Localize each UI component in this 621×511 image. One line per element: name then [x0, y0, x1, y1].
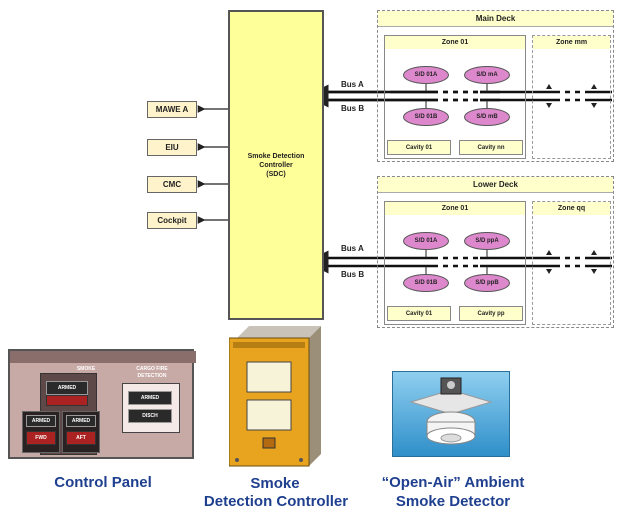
lower-detector-01b: S/D 01B: [403, 274, 449, 292]
sdc-label-line3: (SDC): [266, 170, 286, 178]
caption-detector-line1: “Open-Air” Ambient: [381, 474, 525, 491]
lower-detector-ppb: S/D ppB: [464, 274, 510, 292]
main-cavity-nn: Cavity nn: [459, 140, 523, 155]
main-bus-a-label: Bus A: [341, 80, 364, 89]
main-zone-mm: Zone mm: [532, 35, 611, 159]
panel-fwd-label: FWD: [35, 435, 47, 441]
panel-button-armed-right[interactable]: ARMED: [128, 391, 172, 405]
main-bus-b-label: Bus B: [341, 104, 365, 113]
panel-button-aft-armed[interactable]: ARMED: [66, 415, 96, 427]
output-cockpit: Cockpit: [147, 212, 197, 229]
panel-aft-label: AFT: [76, 435, 86, 441]
panel-button-smoke[interactable]: [46, 395, 88, 406]
lower-zone-qq-title: Zone qq: [533, 202, 610, 215]
panel-button-fwd[interactable]: FWD: [26, 431, 56, 445]
main-detector-01b: S/D 01B: [403, 108, 449, 126]
control-panel-photo: SMOKE CARGO FIRE DETECTION ARMED ARMED F…: [8, 349, 196, 459]
sdc-unit-illustration: [228, 326, 321, 467]
panel-button-aft[interactable]: AFT: [66, 431, 96, 445]
panel-armed-fwd-label: ARMED: [31, 418, 51, 424]
panel-armed-top-label: ARMED: [57, 385, 77, 391]
panel-armed-aft-label: ARMED: [71, 418, 91, 424]
sdc-label-line1: Smoke Detection: [247, 152, 305, 160]
smoke-detector-photo: [392, 371, 510, 457]
panel-right-title-line1: CARGO FIRE: [136, 366, 168, 372]
lower-zone-01: Zone 01: [384, 201, 526, 325]
main-deck: Main Deck Zone 01 Zone mm: [377, 10, 614, 162]
caption-sdc-line2: Detection Controller: [203, 493, 349, 510]
panel-right-title-line2: DETECTION: [137, 373, 167, 379]
panel-smoke-title: SMOKE: [76, 366, 96, 372]
lower-cavity-01: Cavity 01: [387, 306, 451, 321]
lower-deck: Lower Deck Zone 01 Zone qq: [377, 176, 614, 328]
lower-bus-b-label: Bus B: [341, 270, 365, 279]
output-eiu: EIU: [147, 139, 197, 156]
caption-sdc-line1: Smoke: [250, 475, 300, 492]
panel-button-fwd-armed[interactable]: ARMED: [26, 415, 56, 427]
output-mawea: MAWE A: [147, 101, 197, 118]
main-zone-01: Zone 01: [384, 35, 526, 159]
lower-deck-title: Lower Deck: [378, 177, 613, 193]
sdc-label-line2: Controller: [259, 161, 293, 169]
lower-bus-a-label: Bus A: [341, 244, 364, 253]
main-deck-title: Main Deck: [378, 11, 613, 27]
sdc-block: Smoke Detection Controller (SDC): [228, 10, 324, 320]
panel-button-disch[interactable]: DISCH: [128, 409, 172, 423]
lower-zone-01-title: Zone 01: [385, 202, 525, 215]
panel-armed-right-label: ARMED: [140, 395, 160, 401]
panel-button-armed-top[interactable]: ARMED: [46, 381, 88, 395]
panel-disch-label: DISCH: [142, 413, 158, 419]
sdc-unit-photo: [228, 326, 321, 467]
main-detector-01a: S/D 01A: [403, 66, 449, 84]
main-detector-ma: S/D mA: [464, 66, 510, 84]
caption-control-panel: Control Panel: [54, 474, 152, 491]
smoke-detector-illustration: [409, 377, 493, 445]
main-zone-mm-title: Zone mm: [533, 36, 610, 49]
main-cavity-01: Cavity 01: [387, 140, 451, 155]
lower-zone-qq: Zone qq: [532, 201, 611, 325]
lower-cavity-pp: Cavity pp: [459, 306, 523, 321]
output-cmc: CMC: [147, 176, 197, 193]
main-zone-01-title: Zone 01: [385, 36, 525, 49]
lower-detector-01a: S/D 01A: [403, 232, 449, 250]
main-detector-mb: S/D mB: [464, 108, 510, 126]
caption-detector-line2: Smoke Detector: [395, 493, 511, 510]
lower-detector-ppa: S/D ppA: [464, 232, 510, 250]
